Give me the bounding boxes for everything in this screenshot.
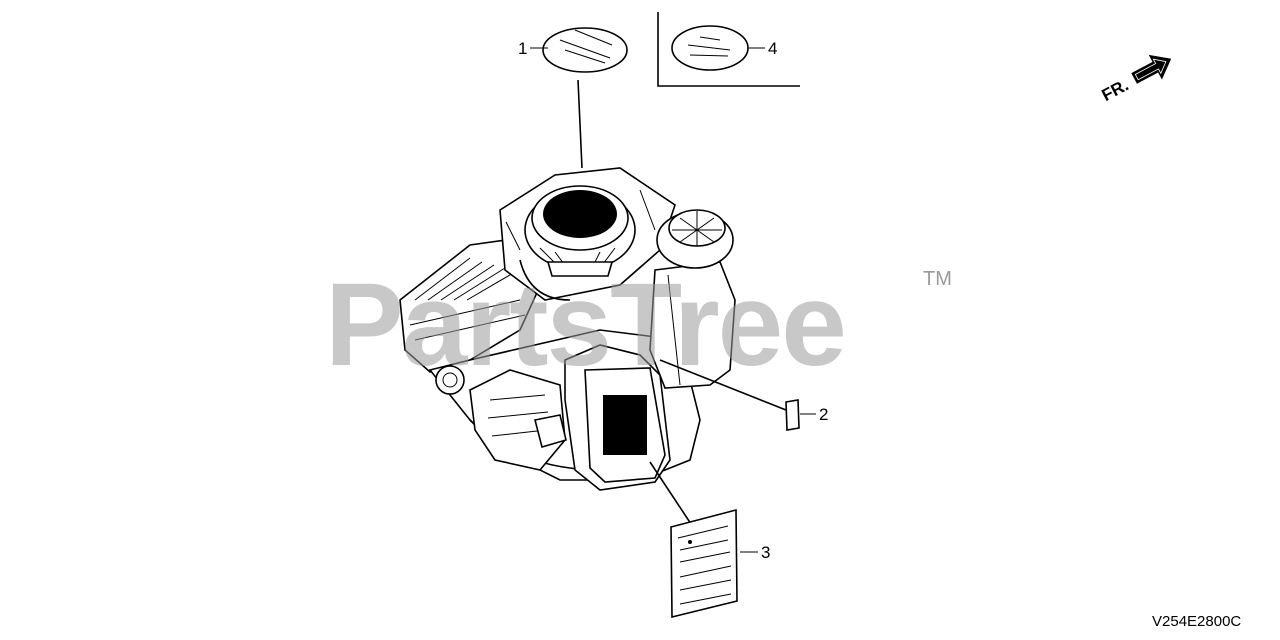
front-direction-indicator: FR. xyxy=(1099,54,1172,105)
engine-illustration xyxy=(399,167,736,491)
label-dot-icon xyxy=(688,540,692,544)
callout-1: 1 xyxy=(518,39,527,58)
watermark: PartsTree TM xyxy=(325,259,952,391)
callout-4: 4 xyxy=(768,39,777,58)
part-2-small-label: 2 xyxy=(659,359,828,431)
front-arrow-icon xyxy=(1131,54,1172,84)
muffler-label-position xyxy=(603,395,647,455)
part-3-caution-label: 3 xyxy=(649,461,770,619)
part-4-emblem: 4 xyxy=(657,12,800,87)
callout-2: 2 xyxy=(819,405,828,424)
diagram-code: V254E2800C xyxy=(1152,613,1241,630)
starter-label-position xyxy=(543,190,617,238)
watermark-text: PartsTree xyxy=(325,259,845,391)
part-1-starter-emblem: 1 xyxy=(518,27,628,169)
callout-3: 3 xyxy=(761,543,770,562)
watermark-trademark: TM xyxy=(923,268,952,290)
front-label: FR. xyxy=(1099,75,1132,105)
